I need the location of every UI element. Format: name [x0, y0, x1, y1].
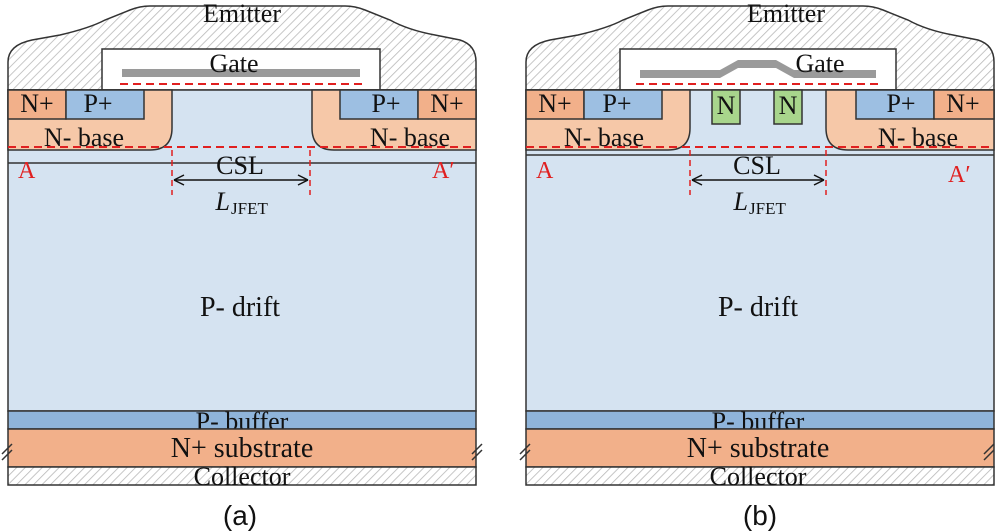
emitter-label: Emitter — [203, 0, 281, 28]
pplus-left-label: P+ — [83, 89, 112, 118]
gate-label: Gate — [795, 49, 844, 78]
n-island-1 — [711, 89, 741, 125]
n-island-2 — [773, 89, 803, 125]
cut-label-a: A — [18, 158, 36, 184]
nplus-right-label: N+ — [430, 89, 463, 118]
drift-label: P- drift — [718, 292, 798, 323]
jfet-arrow-left-head — [691, 174, 703, 186]
nbase-right-label: N- base — [370, 123, 450, 152]
substrate-label: N+ substrate — [687, 433, 830, 464]
caption-b: (b) — [743, 500, 777, 531]
drift-label: P- drift — [200, 292, 280, 323]
pplus-left — [583, 89, 663, 120]
pplus-right — [339, 89, 419, 120]
cut-label-a: A — [536, 158, 554, 184]
csl-label: CSL — [733, 151, 781, 180]
collector-label: Collector — [194, 462, 291, 491]
nplus-right — [933, 89, 995, 120]
jfet-arrow-right-head — [297, 174, 309, 186]
ljfet-label: L — [733, 187, 748, 216]
gate-electrode — [122, 69, 360, 77]
ljfet-subscript: JFET — [231, 199, 268, 218]
emitter-label: Emitter — [747, 0, 825, 28]
break-mark-left — [519, 443, 531, 461]
n-island-2-label: N — [779, 91, 798, 120]
nplus-right — [417, 89, 477, 120]
nplus-left — [525, 89, 585, 120]
substrate-layer — [7, 428, 477, 468]
n-island-1-label: N — [717, 91, 736, 120]
jfet-arrow-left-head — [173, 174, 185, 186]
nplus-left — [7, 89, 67, 120]
pplus-right-label: P+ — [371, 89, 400, 118]
caption-a: (a) — [223, 500, 257, 531]
ljfet-subscript: JFET — [749, 199, 786, 218]
nplus-left-label: N+ — [20, 89, 53, 118]
nbase-left-label: N- base — [44, 123, 124, 152]
break-mark-right — [471, 443, 483, 461]
nplus-right-label: N+ — [946, 89, 979, 118]
break-mark-left — [1, 443, 13, 461]
gate-label: Gate — [209, 49, 258, 78]
csl-label: CSL — [216, 151, 264, 180]
substrate-label: N+ substrate — [171, 433, 314, 464]
panel-a: Emitter Gate N+ P+ P+ N+ N- base N- base — [1, 0, 483, 531]
cut-label-a-prime: A′ — [432, 158, 455, 184]
cut-label-a-prime: A′ — [948, 162, 971, 188]
panel-b: Emitter Gate N N N+ P+ P+ N+ N- base N- … — [519, 0, 995, 531]
collector-label: Collector — [710, 462, 807, 491]
collector-metal — [7, 466, 477, 486]
nplus-left-label: N+ — [538, 89, 571, 118]
gate-electrode — [640, 60, 876, 78]
pplus-left — [65, 89, 145, 120]
ljfet-label: L — [215, 187, 230, 216]
jfet-arrow-right-head — [813, 174, 825, 186]
collector-metal — [525, 466, 995, 486]
pplus-left-label: P+ — [602, 89, 631, 118]
pplus-right-label: P+ — [886, 89, 915, 118]
break-mark-right — [983, 443, 995, 461]
